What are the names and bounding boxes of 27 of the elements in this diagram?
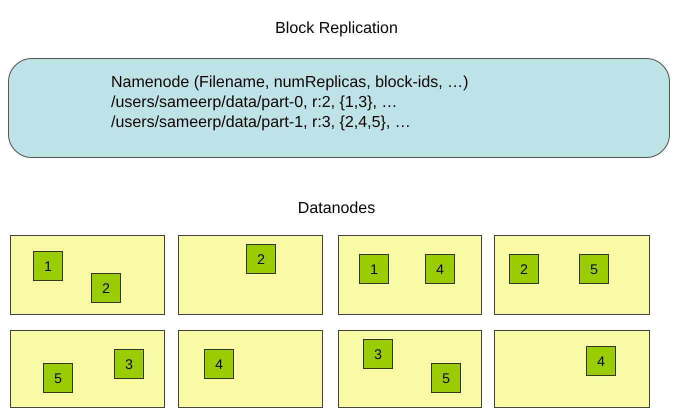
block-square: 2 — [91, 273, 121, 303]
block-square: 5 — [43, 363, 73, 393]
namenode-text: /users/sameerp/data/part-0, r:2, {1,3}, … — [111, 93, 398, 113]
datanode-box — [494, 330, 650, 408]
block-square: 1 — [33, 251, 63, 281]
datanode-box — [10, 330, 165, 408]
datanode-box — [10, 235, 165, 315]
block-square: 5 — [431, 363, 461, 393]
datanode-box — [338, 235, 482, 315]
block-square: 1 — [359, 254, 389, 284]
datanode-box — [494, 235, 650, 315]
diagram-title: Block Replication — [274, 20, 399, 38]
datanode-box — [338, 330, 482, 408]
block-square: 4 — [425, 254, 455, 284]
datanode-box — [178, 235, 323, 315]
namenode-text: Namenode (Filename, numReplicas, block-ids, …) — [111, 73, 468, 93]
namenode-text: /users/sameerp/data/part-1, r:3, {2,4,5}, … — [111, 113, 411, 133]
datanode-box — [178, 330, 323, 408]
block-square: 2 — [246, 244, 276, 274]
block-square: 4 — [586, 346, 616, 376]
block-square: 2 — [509, 254, 539, 284]
section-heading: Datanodes — [296, 200, 376, 218]
block-square: 3 — [363, 339, 393, 369]
block-square: 4 — [204, 349, 234, 379]
block-square: 3 — [114, 349, 144, 379]
block-square: 5 — [579, 254, 609, 284]
namenode-box — [8, 58, 670, 158]
